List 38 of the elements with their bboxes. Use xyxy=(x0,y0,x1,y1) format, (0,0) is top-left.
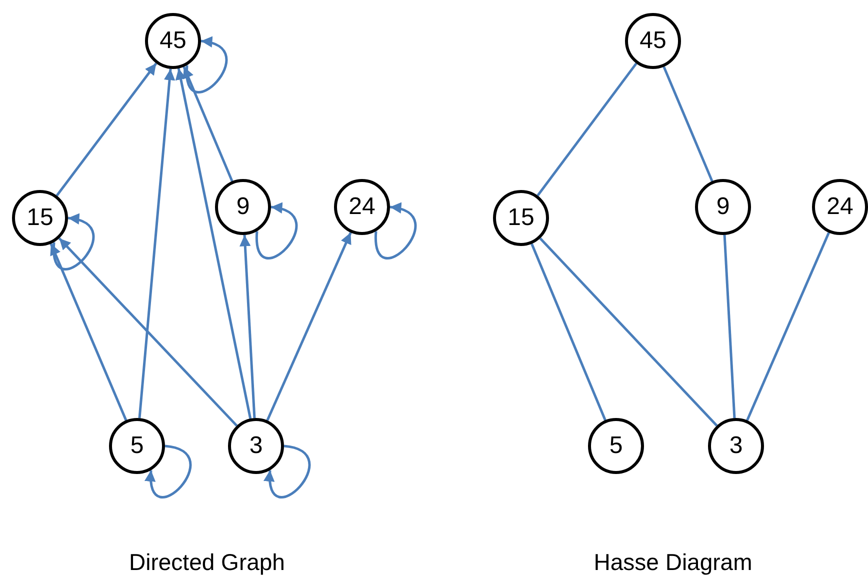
arrow xyxy=(182,66,234,182)
arrow xyxy=(175,68,252,419)
node-label: 9 xyxy=(236,195,250,219)
self-loop-arrow xyxy=(374,204,416,260)
circle-node xyxy=(228,418,284,474)
diagram-caption: Directed Graph xyxy=(129,549,285,576)
self-loop-arrow xyxy=(52,214,94,270)
node-label: 5 xyxy=(609,434,623,458)
node-label: 24 xyxy=(826,195,854,219)
self-loop-arrow xyxy=(186,38,228,94)
circle-node xyxy=(215,179,271,235)
connector-line xyxy=(539,238,718,426)
arrow xyxy=(58,237,238,427)
self-loop-arrow xyxy=(256,204,298,260)
node-label: 15 xyxy=(26,206,54,230)
connector-line xyxy=(662,66,714,182)
circle-node xyxy=(493,190,549,246)
node-label: 3 xyxy=(249,434,263,458)
node-label: 15 xyxy=(508,206,534,230)
node-label: 24 xyxy=(348,195,376,219)
diagram-caption: Hasse Diagram xyxy=(594,549,752,576)
arrow xyxy=(56,62,158,196)
self-loop-arrow xyxy=(146,444,192,498)
connector-line xyxy=(530,243,606,421)
arrow xyxy=(240,234,256,418)
arrow xyxy=(266,232,352,421)
connector-line xyxy=(723,234,736,418)
node-label: 3 xyxy=(729,434,743,458)
node-label: 9 xyxy=(716,195,730,219)
connector-line xyxy=(746,232,830,421)
arrow xyxy=(50,243,128,421)
circle-node xyxy=(12,190,68,246)
node-label: 45 xyxy=(640,29,666,53)
node-label: 45 xyxy=(160,29,186,53)
connector-line xyxy=(536,62,638,196)
arrow xyxy=(138,68,176,418)
self-loop-arrow xyxy=(264,444,310,498)
node-label: 5 xyxy=(130,434,144,458)
